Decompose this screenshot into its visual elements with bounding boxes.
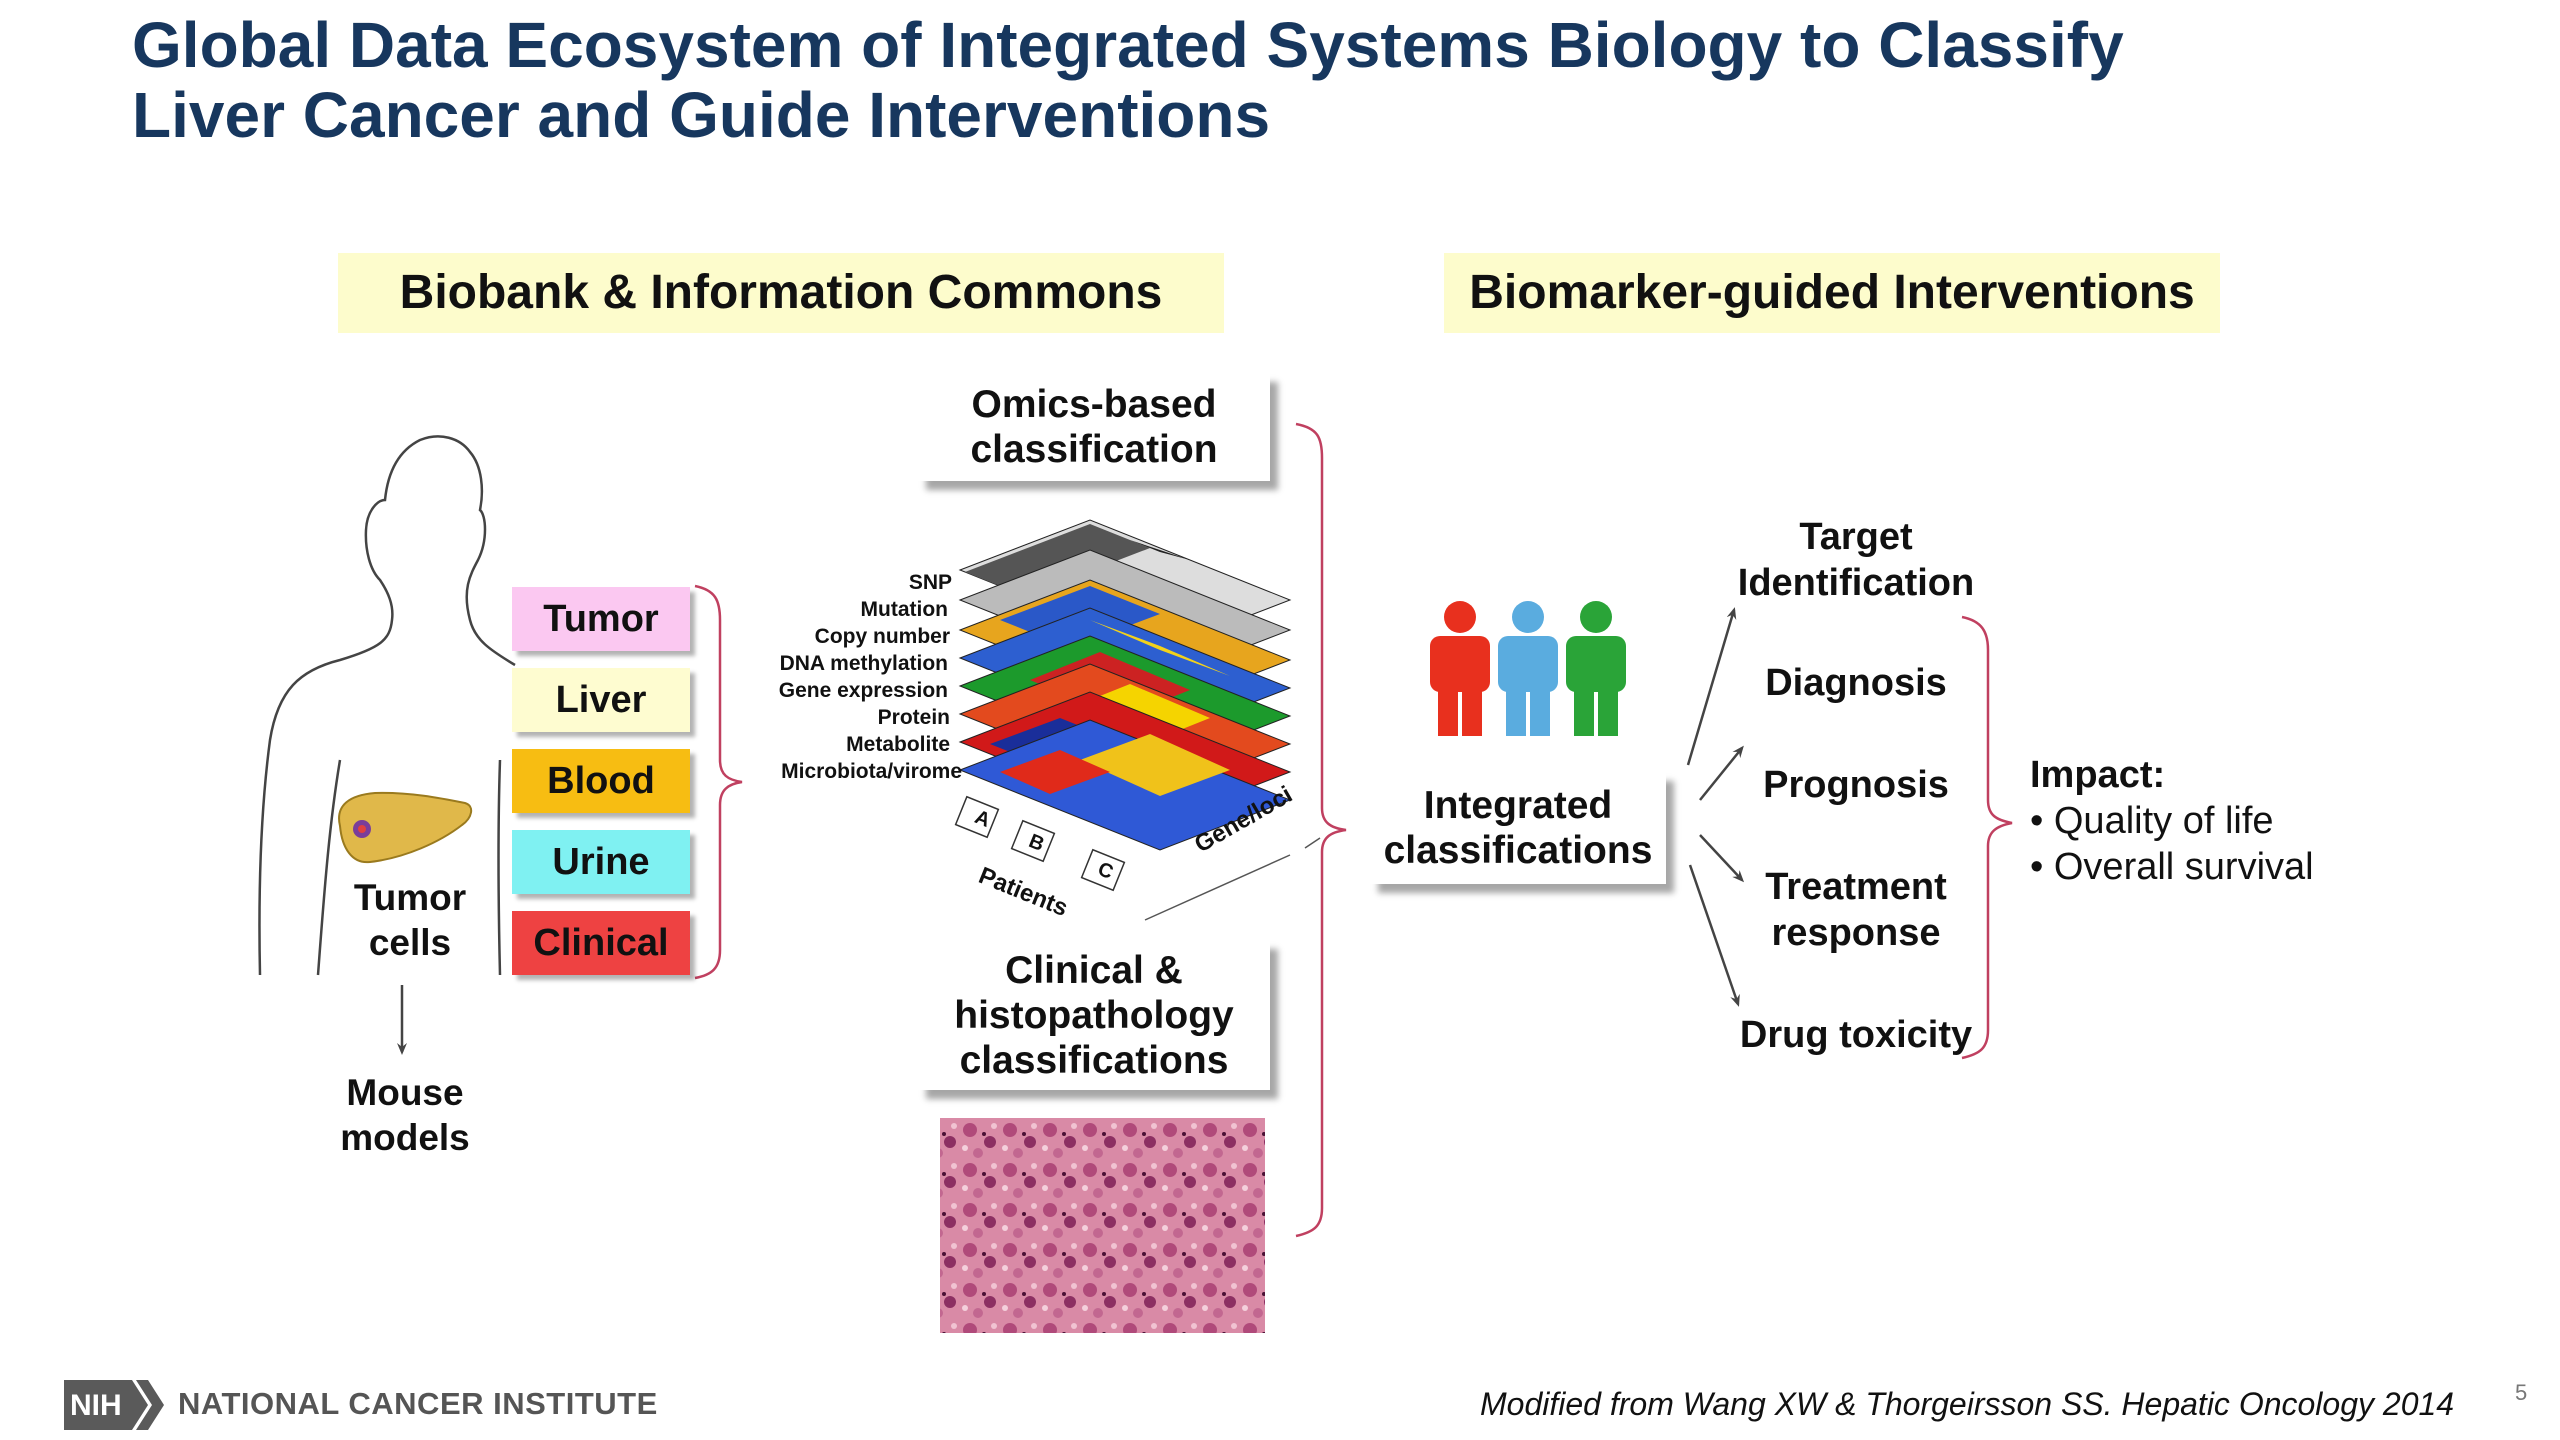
outcome-target-identification: Target Identification (1737, 516, 1975, 604)
slide-title: Global Data Ecosystem of Integrated Syst… (132, 10, 2432, 150)
impact-item-quality: • Quality of life (2030, 800, 2274, 842)
arrow-to-toxicity (1688, 864, 1740, 1007)
clinical-classification-box: Clinical & histopathology classification… (918, 940, 1270, 1090)
person-blue-icon (1498, 601, 1558, 736)
outcome-diagnosis: Diagnosis (1765, 662, 1947, 704)
omics-layer-dna-methylation: DNA methylation (779, 652, 948, 675)
outcome-prognosis: Prognosis (1763, 764, 1949, 806)
human-silhouette-icon (258, 435, 516, 976)
outcomes-bracket (1961, 615, 2013, 1060)
arrow-to-prognosis (1699, 745, 1744, 801)
sample-urine: Urine (512, 830, 690, 894)
arrow-to-treatment (1699, 834, 1745, 883)
nih-logo-icon (64, 1380, 164, 1430)
omics-layer-microbiota: Microbiota/virome (781, 760, 962, 783)
classification-bracket (1295, 422, 1347, 1238)
impact-panel: Impact: • Quality of life • Overall surv… (2030, 752, 2314, 890)
omics-layer-mutation: Mutation (860, 598, 948, 621)
impact-item-survival: • Overall survival (2030, 846, 2314, 888)
arrow-to-target (1686, 607, 1737, 766)
outcome-treatment-response: Treatment response (1765, 866, 1947, 954)
footer-citation: Modified from Wang XW & Thorgeirsson SS.… (1480, 1386, 2455, 1422)
impact-heading: Impact: (2030, 754, 2166, 796)
sample-clinical: Clinical (512, 911, 690, 975)
outcome-drug-toxicity: Drug toxicity (1739, 1014, 1973, 1056)
page-number: 5 (2515, 1380, 2528, 1405)
title-line-1: Global Data Ecosystem of Integrated Syst… (132, 9, 2124, 81)
tumor-cells-label: Tumor cells (353, 877, 467, 963)
sample-tumor: Tumor (512, 587, 690, 651)
integrated-classifications-box: Integrated classifications (1370, 772, 1666, 884)
patients-group-icon (1430, 601, 1626, 736)
omics-classification-box: Omics-based classification (918, 373, 1270, 481)
histopathology-image (940, 1118, 1265, 1333)
omics-layer-gene-expression: Gene expression (778, 679, 948, 702)
omics-layer-labels: SNP Mutation Copy number DNA methylation… (722, 569, 962, 785)
samples-bracket (694, 584, 743, 980)
nih-logo-text: NIH (70, 1389, 122, 1422)
person-green-icon (1566, 601, 1626, 736)
person-red-icon (1430, 601, 1490, 736)
section-header-interventions: Biomarker-guided Interventions (1444, 253, 2220, 333)
omics-heatmap-stack (954, 519, 1292, 921)
sample-liver: Liver (512, 668, 690, 732)
sample-blood: Blood (512, 749, 690, 813)
title-line-2: Liver Cancer and Guide Interventions (132, 79, 1271, 151)
impact-item-quality-text: Quality of life (2053, 800, 2274, 842)
section-header-biobank: Biobank & Information Commons (338, 253, 1224, 333)
omics-layer-snp: SNP (908, 571, 952, 594)
bracket-tick (1304, 837, 1321, 849)
omics-layer-protein: Protein (877, 706, 950, 729)
omics-layer-copy-number: Copy number (814, 625, 950, 648)
liver-icon (338, 791, 473, 864)
footer-org-name: NATIONAL CANCER INSTITUTE (178, 1386, 658, 1421)
mouse-models-label: Mouse models (340, 1072, 470, 1158)
omics-layer-metabolite: Metabolite (846, 733, 950, 756)
impact-item-survival-text: Overall survival (2053, 846, 2314, 888)
